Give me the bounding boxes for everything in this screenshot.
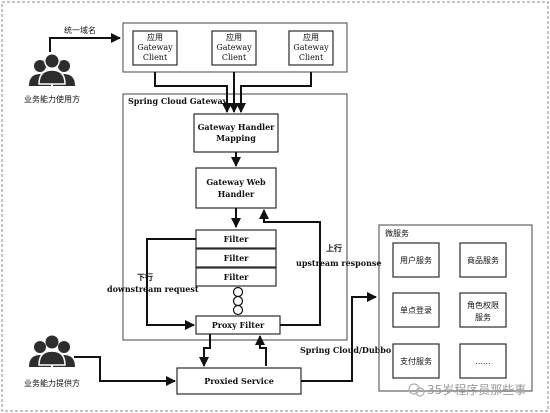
gateway-title: Spring Cloud Gateway bbox=[128, 96, 228, 106]
service-to-microservices-arrow bbox=[301, 292, 377, 382]
filter-box-1: Filter bbox=[195, 229, 277, 249]
proxy-filter-label: Proxy Filter bbox=[212, 320, 265, 330]
gateway-client-2: 应用 Gateway Client bbox=[211, 30, 257, 66]
client3-to-mapping-arrow bbox=[236, 72, 312, 113]
upstream-label-1: 上行 bbox=[326, 243, 342, 253]
gateway-client-3: 应用 Gateway Client bbox=[288, 30, 334, 66]
gateway-client-1: 应用 Gateway Client bbox=[132, 30, 178, 66]
downstream-request-arrow bbox=[146, 238, 196, 330]
microservice-label: 支付服务 bbox=[400, 356, 432, 366]
spring-cloud-dubbo-label: Spring Cloud/Dubbo bbox=[300, 345, 392, 355]
filter-label: Filter bbox=[224, 234, 250, 244]
consumer-people-icon bbox=[29, 53, 75, 86]
microservice-payment: 支付服务 bbox=[392, 343, 440, 379]
watermark-text: 35岁程序员那些事 bbox=[427, 382, 526, 397]
downstream-label-1: 下行 bbox=[137, 272, 153, 282]
handler-mapping-label-2: Mapping bbox=[216, 133, 256, 143]
proxy-to-service-arrow bbox=[199, 334, 211, 367]
filter-box-3: Filter bbox=[195, 267, 277, 287]
provider-to-service-arrow bbox=[74, 356, 176, 386]
microservice-sso: 单点登录 bbox=[392, 292, 440, 328]
microservice-product: 商品服务 bbox=[459, 242, 507, 278]
unified-domain-arrow bbox=[49, 33, 121, 52]
client-label-line1: 应用 bbox=[303, 32, 319, 42]
microservices-frame bbox=[378, 224, 533, 392]
microservice-role-permission: 角色权限 服务 bbox=[459, 292, 507, 328]
filter-chain-ellipsis bbox=[232, 286, 244, 316]
client-label-line3: Client bbox=[143, 53, 168, 62]
provider-people-icon bbox=[29, 335, 75, 367]
web-handler-label-2: Handler bbox=[218, 189, 255, 199]
microservice-more: ...... bbox=[459, 343, 507, 379]
client-label-line2: Gateway bbox=[293, 43, 329, 52]
client-label-line1: 应用 bbox=[147, 32, 163, 42]
service-to-proxy-arrow bbox=[255, 335, 267, 366]
microservice-user: 用户服务 bbox=[392, 242, 440, 278]
filter-box-2: Filter bbox=[195, 248, 277, 268]
client-label-line3: Client bbox=[299, 53, 324, 62]
client-label-line3: Client bbox=[222, 53, 247, 62]
microservice-label-line2: 服务 bbox=[475, 312, 491, 322]
filter-label: Filter bbox=[224, 253, 250, 263]
proxy-filter-box: Proxy Filter bbox=[195, 315, 281, 335]
client-label-line1: 应用 bbox=[226, 32, 242, 42]
upstream-label-2: upstream response bbox=[296, 258, 382, 268]
watermark: 35岁程序员那些事 bbox=[408, 382, 526, 397]
client-label-line2: Gateway bbox=[137, 43, 173, 52]
upstream-response-arrow bbox=[259, 209, 321, 326]
client-label-line2: Gateway bbox=[216, 43, 252, 52]
downstream-label-2: downstream request bbox=[107, 284, 199, 294]
wechat-icon bbox=[408, 383, 420, 395]
unified-domain-label: 统一域名 bbox=[64, 25, 96, 35]
filter-label: Filter bbox=[224, 272, 250, 282]
microservice-label: 商品服务 bbox=[467, 255, 499, 265]
microservice-label: 用户服务 bbox=[400, 255, 432, 265]
consumer-label: 业务能力使用方 bbox=[24, 94, 80, 104]
handler-mapping-label-1: Gateway Handler bbox=[198, 122, 276, 132]
web-handler-label-1: Gateway Web bbox=[206, 177, 266, 187]
proxied-service-label: Proxied Service bbox=[204, 376, 274, 386]
microservice-label: ...... bbox=[475, 357, 490, 366]
gateway-web-handler-box: Gateway Web Handler bbox=[195, 167, 277, 209]
microservice-label: 单点登录 bbox=[400, 305, 432, 315]
provider-label: 业务能力提供方 bbox=[24, 378, 80, 388]
microservice-label-line1: 角色权限 bbox=[467, 300, 499, 310]
microservices-title: 微服务 bbox=[385, 228, 409, 238]
proxied-service-box: Proxied Service bbox=[176, 367, 302, 395]
client1-to-mapping-arrow bbox=[154, 72, 232, 113]
gateway-handler-mapping-box: Gateway Handler Mapping bbox=[193, 113, 279, 153]
